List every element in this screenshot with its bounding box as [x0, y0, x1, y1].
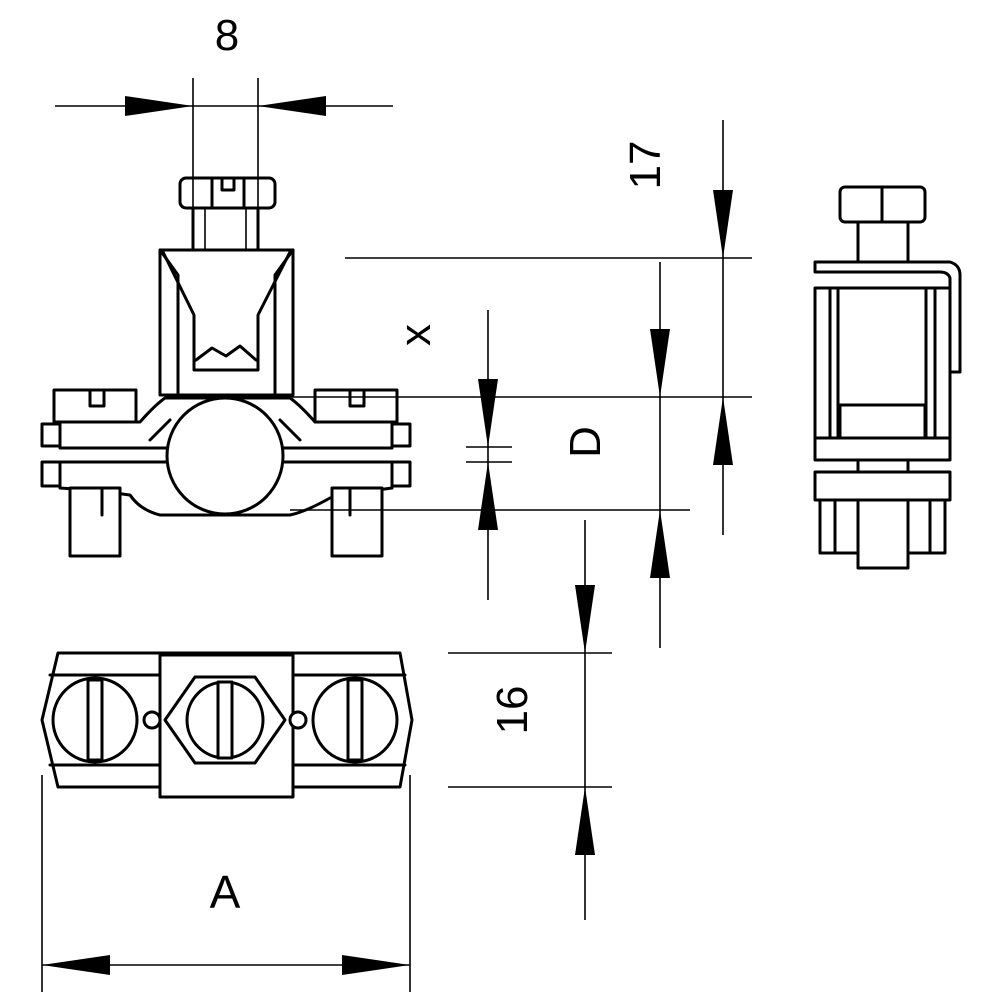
top-view [40, 651, 414, 799]
front-view [40, 176, 412, 558]
dim-label-D: D [561, 426, 610, 458]
dim-length: A [41, 775, 411, 992]
dim-label-8: 8 [215, 11, 239, 60]
dim-diameter: D [290, 262, 690, 648]
dim-screw-width: 8 [55, 11, 393, 250]
dim-label-17: 17 [621, 141, 670, 190]
dim-label-16: 16 [488, 686, 537, 735]
side-view [813, 185, 962, 570]
dim-head-height: 17 [280, 120, 752, 535]
dim-body-height: 16 [448, 520, 612, 920]
dim-offset: x [391, 310, 512, 600]
dim-label-x: x [391, 324, 440, 346]
dim-label-A: A [210, 866, 241, 918]
